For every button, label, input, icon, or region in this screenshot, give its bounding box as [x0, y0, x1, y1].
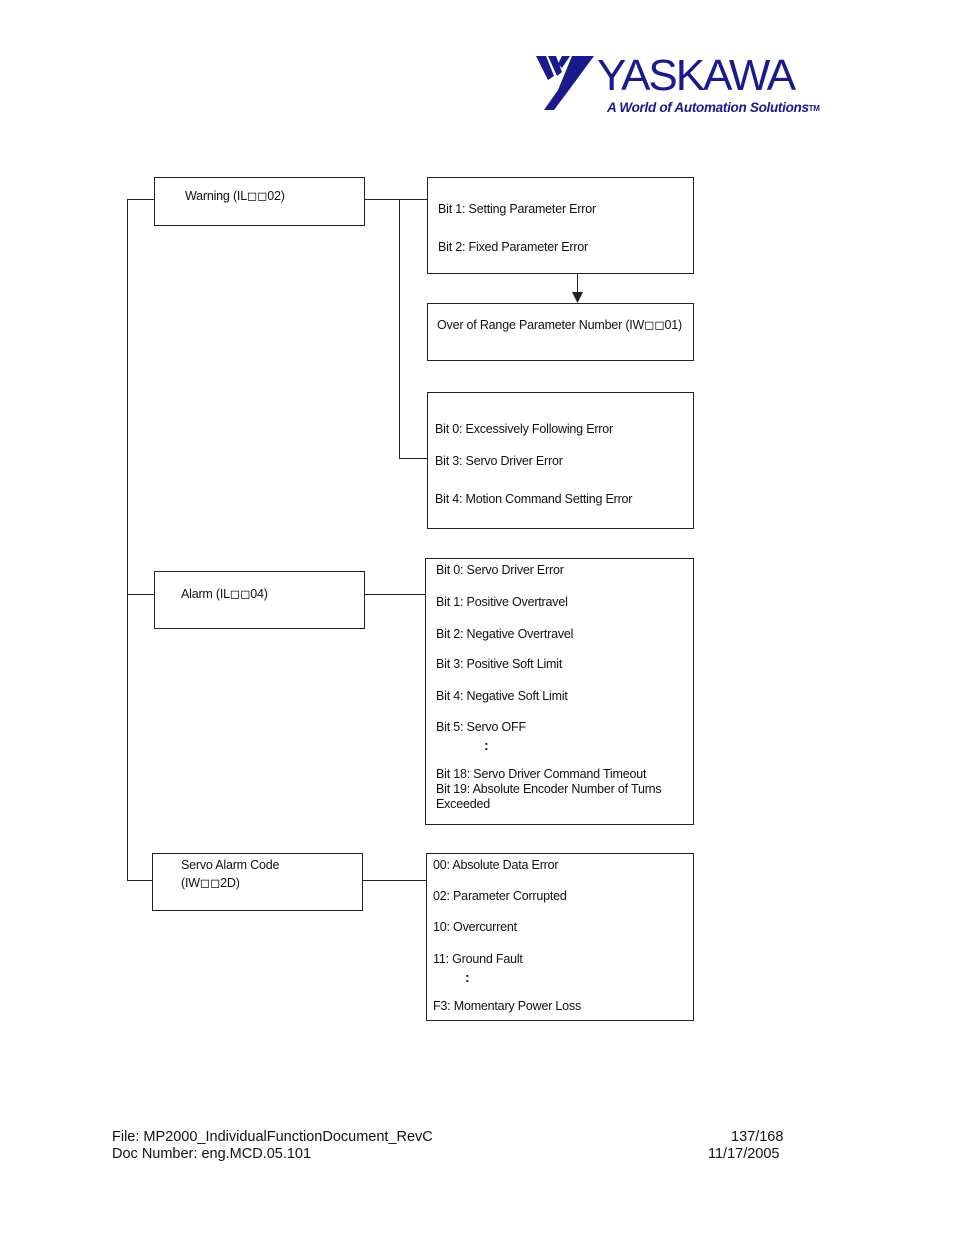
servo-code-item: 02: Parameter Corrupted: [433, 889, 567, 903]
servo-code-item: 00: Absolute Data Error: [433, 858, 559, 872]
yaskawa-swoosh-icon: [536, 56, 594, 110]
footer-date: 11/17/2005: [708, 1146, 780, 1162]
spine-to-warning: [127, 199, 155, 200]
servo-alarm-title-line1: Servo Alarm Code: [181, 858, 280, 872]
servo-code-item: F3: Momentary Power Loss: [433, 999, 582, 1013]
trademark: TM: [808, 104, 820, 113]
warning-bit-item: Bit 2: Fixed Parameter Error: [438, 240, 589, 254]
alarm-bit-item: Bit 3: Positive Soft Limit: [436, 657, 563, 671]
tagline-text: A World of Automation Solutions: [607, 100, 809, 115]
alarm-ellipsis: :: [484, 738, 489, 752]
warning-bit-item: Bit 1: Setting Parameter Error: [438, 202, 596, 216]
alarm-bit-item: Bit 18: Servo Driver Command Timeout: [436, 767, 647, 781]
servo-ellipsis: :: [465, 970, 470, 984]
footer-page: 137/168: [731, 1129, 784, 1145]
arrow-down-icon: [572, 292, 583, 303]
alarm-node: Alarm (IL◻◻04): [154, 571, 365, 629]
alarm-ellipsis-char: :: [484, 737, 489, 753]
spine-to-alarm: [127, 594, 155, 595]
footer-file: File: MP2000_IndividualFunctionDocument_…: [112, 1129, 433, 1145]
spine-to-servo: [127, 880, 153, 881]
warning-branch-to-bits2: [399, 458, 428, 459]
warning-bits2-box: Bit 0: Excessively Following Error Bit 3…: [427, 392, 694, 529]
brand-tagline: A World of Automation SolutionsTM: [607, 100, 820, 115]
warning-bit2-item: Bit 4: Motion Command Setting Error: [435, 492, 633, 506]
alarm-bit-item: Bit 1: Positive Overtravel: [436, 595, 568, 609]
alarm-bit-item: Bit 0: Servo Driver Error: [436, 563, 564, 577]
alarm-bits-box: Bit 0: Servo Driver Error Bit 1: Positiv…: [425, 558, 694, 825]
alarm-bit-item: Bit 19: Absolute Encoder Number of Turns…: [436, 782, 662, 811]
servo-code-item: 11: Ground Fault: [433, 952, 523, 966]
warning-bit2-item: Bit 3: Servo Driver Error: [435, 454, 563, 468]
warning-out-line: [364, 199, 428, 200]
warning-branch-vertical: [399, 199, 400, 458]
servo-alarm-node: Servo Alarm Code (IW◻◻2D): [152, 853, 363, 911]
alarm-out-line: [364, 594, 426, 595]
servo-out-line: [362, 880, 427, 881]
brand-name: YASKAWA: [597, 51, 796, 100]
range-parameter-text: Over of Range Parameter Number (IW◻◻01): [437, 318, 682, 332]
servo-ellipsis-char: :: [465, 969, 470, 985]
footer-doc-number: Doc Number: eng.MCD.05.101: [112, 1146, 312, 1162]
servo-alarm-title-line2: (IW◻◻2D): [181, 876, 240, 890]
warning-bits-box: Bit 1: Setting Parameter Error Bit 2: Fi…: [427, 177, 694, 274]
warning-title: Warning (IL◻◻02): [185, 189, 285, 203]
alarm-bit-item: Bit 2: Negative Overtravel: [436, 627, 574, 641]
arrow-shaft: [577, 274, 578, 296]
alarm-title: Alarm (IL◻◻04): [181, 587, 268, 601]
range-parameter-box: Over of Range Parameter Number (IW◻◻01): [427, 303, 694, 361]
warning-node: Warning (IL◻◻02): [154, 177, 365, 226]
servo-code-item: 10: Overcurrent: [433, 920, 517, 934]
warning-bit2-item: Bit 0: Excessively Following Error: [435, 422, 613, 436]
servo-codes-box: 00: Absolute Data Error 02: Parameter Co…: [426, 853, 694, 1021]
alarm-bit-item: Bit 5: Servo OFF: [436, 720, 526, 734]
spine-line: [127, 199, 128, 881]
alarm-bit-item: Bit 4: Negative Soft Limit: [436, 689, 568, 703]
